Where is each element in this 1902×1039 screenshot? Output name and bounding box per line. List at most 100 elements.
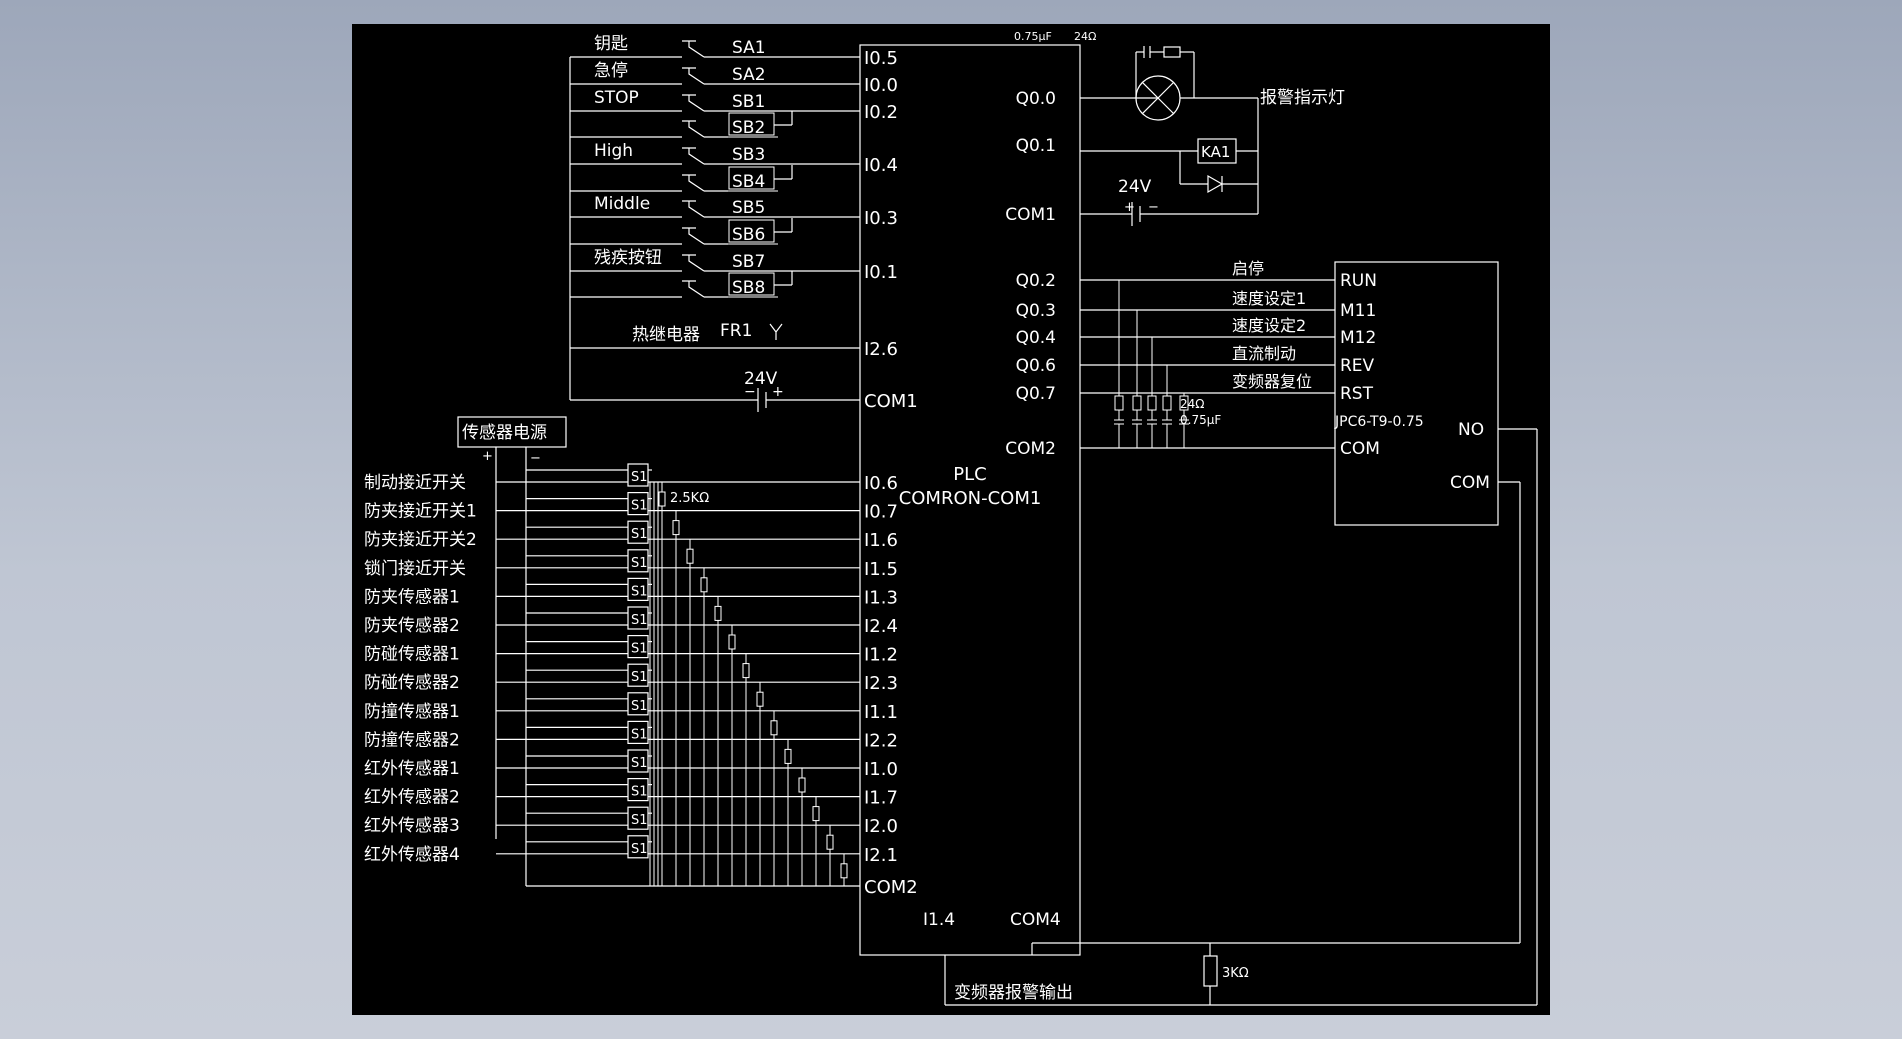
sensor-label: 防夹接近开关1 — [364, 502, 477, 522]
thermal-label: 热继电器 — [632, 325, 700, 345]
sensor-label: 防夹传感器1 — [364, 587, 460, 607]
sensor-symbol-box — [627, 806, 649, 830]
pushbutton-icon — [682, 227, 705, 245]
input-terminal: I0.5 — [864, 48, 898, 69]
sensor-symbol: S1 — [631, 584, 648, 599]
q01-terminal: Q0.1 — [1016, 136, 1056, 156]
vfd-output-terminal: Q0.4 — [1016, 328, 1056, 348]
input-terminal: I0.0 — [864, 75, 898, 96]
svg-text:+: + — [772, 384, 784, 400]
sensor-symbol: S1 — [631, 756, 648, 771]
vfd-signal-label: 直流制动 — [1232, 344, 1296, 363]
switch-id-sb5: SB5 — [732, 198, 765, 218]
pull-resistor — [672, 520, 680, 536]
vfd-output-wiring: Q0.2启停RUNQ0.3速度设定1M11Q0.4速度设定2M12Q0.6直流制… — [1016, 259, 1377, 448]
vfd-no-terminal: NO — [1458, 420, 1484, 440]
pushbutton-icon — [682, 280, 705, 298]
pull-resistor — [700, 577, 708, 593]
sensor-symbol-box — [627, 492, 649, 516]
sensor-label: 制动接近开关 — [364, 473, 466, 493]
switch-frame — [728, 112, 775, 136]
alarm-lamp-label: 报警指示灯 — [1260, 88, 1345, 108]
switch-id-sb4: SB4 — [732, 172, 765, 192]
switch-frame — [728, 219, 775, 243]
sensor-label: 锁门接近开关 — [364, 559, 466, 579]
pushbutton-icon — [682, 67, 705, 85]
sensor-terminal: I0.6 — [864, 473, 898, 494]
vfd-signal-label: 速度设定1 — [1232, 289, 1306, 308]
switch-frame — [728, 166, 775, 190]
vfd-box: JPC6-T9-0.75 COM NO COM — [1334, 261, 1499, 526]
pull-resistor — [728, 634, 736, 650]
top-cap-label: 0.75μF — [1014, 30, 1052, 43]
sensor-power-box: 传感器电源 + − — [457, 416, 567, 886]
sensor-terminal: I1.2 — [864, 645, 898, 666]
left-24v-label: 24V — [744, 369, 778, 389]
sensor-symbol: S1 — [631, 527, 648, 542]
pushbutton-icon — [682, 174, 705, 192]
sensor-symbol: S1 — [631, 727, 648, 742]
sensor-symbol-box — [627, 663, 649, 687]
sensor-label: 红外传感器2 — [364, 788, 460, 808]
switch-id-sb8: SB8 — [732, 278, 765, 298]
sensor-terminal: I1.1 — [864, 702, 898, 723]
vfd-input-terminal: RUN — [1340, 271, 1377, 291]
pull-resistor — [714, 605, 722, 621]
pull-resistor — [770, 720, 778, 736]
input-label: High — [594, 141, 633, 161]
left-input-switches: SA1钥匙I0.5SA2急停I0.0SB1STOPI0.2SB2SB3HighI… — [570, 34, 898, 298]
sensor-symbol-box — [627, 549, 649, 573]
pushbutton-icon — [682, 254, 705, 272]
sensor-symbol: S1 — [631, 556, 648, 571]
input-terminal: I0.2 — [864, 102, 898, 123]
sensor-terminal: I0.7 — [864, 502, 898, 523]
switch-id-sa2: SA2 — [732, 65, 766, 85]
pull-resistor — [812, 806, 820, 822]
flyback-diode-icon — [1207, 174, 1224, 194]
pushbutton-icon — [682, 40, 705, 58]
left-com1-supply: 24V − + COM1 — [570, 369, 918, 412]
switch-id-sb2: SB2 — [732, 118, 765, 138]
input-label: 残疾按钮 — [594, 248, 662, 268]
sensor-terminal: I1.7 — [864, 788, 898, 809]
thermal-relay: 热继电器 FR1 I2.6 — [570, 321, 898, 360]
pull-resistor — [798, 777, 806, 793]
input-terminal: I0.1 — [864, 262, 898, 283]
sensor-symbol: S1 — [631, 613, 648, 628]
rc-cap-label: 0.75μF — [1180, 413, 1221, 427]
vfd-signal-label: 变频器复位 — [1232, 372, 1312, 391]
sensor-symbol: S1 — [631, 699, 648, 714]
vfd-output-terminal: Q0.6 — [1016, 356, 1056, 376]
input-label: Middle — [594, 194, 650, 214]
plc-model: COMRON-COM1 — [899, 488, 1042, 509]
sensor-power-label: 传感器电源 — [462, 423, 547, 443]
sensor-resistor-label: 2.5KΩ — [670, 491, 709, 506]
vfd-alarm-output-label: 变频器报警输出 — [954, 983, 1073, 1003]
switch-id-sb1: SB1 — [732, 92, 765, 112]
pushbutton-icon — [682, 120, 705, 138]
snubber-resistor — [1147, 395, 1157, 411]
pull-resistor — [742, 663, 750, 679]
sensor-terminal: I2.2 — [864, 730, 898, 751]
sensor-terminal: I1.3 — [864, 587, 898, 608]
vfd-com2-terminal: COM — [1450, 473, 1490, 493]
alarm-lamp-circuit: 0.75μF 24Ω Q0.0 Q0.1 COM1 报警指示灯 — [1005, 30, 1345, 226]
sensor-symbol-box — [627, 692, 649, 716]
bottom-alarm-circuit: I1.4 COM4 3KΩ 变频器报警输出 — [923, 428, 1538, 1006]
top-com1-terminal: COM1 — [1005, 205, 1056, 225]
sensor-symbol-box — [627, 749, 649, 773]
sensor-terminal: I1.0 — [864, 759, 898, 780]
sensor-symbol: S1 — [631, 499, 648, 514]
relay-ka1-label: KA1 — [1201, 143, 1230, 161]
plc-title: PLC — [953, 464, 986, 485]
switch-id-sb7: SB7 — [732, 252, 765, 272]
vfd-output-terminal: Q0.2 — [1016, 271, 1056, 291]
sensor-terminal: I2.4 — [864, 616, 898, 637]
sensor-terminal: I2.1 — [864, 845, 898, 866]
sensor-symbol: S1 — [631, 813, 648, 828]
pushbutton-icon — [682, 200, 705, 218]
vfd-input-terminal: M11 — [1340, 301, 1376, 321]
sensor-label: 防夹传感器2 — [364, 616, 460, 636]
switch-id-sa1: SA1 — [732, 38, 766, 58]
pushbutton-icon — [682, 147, 705, 165]
